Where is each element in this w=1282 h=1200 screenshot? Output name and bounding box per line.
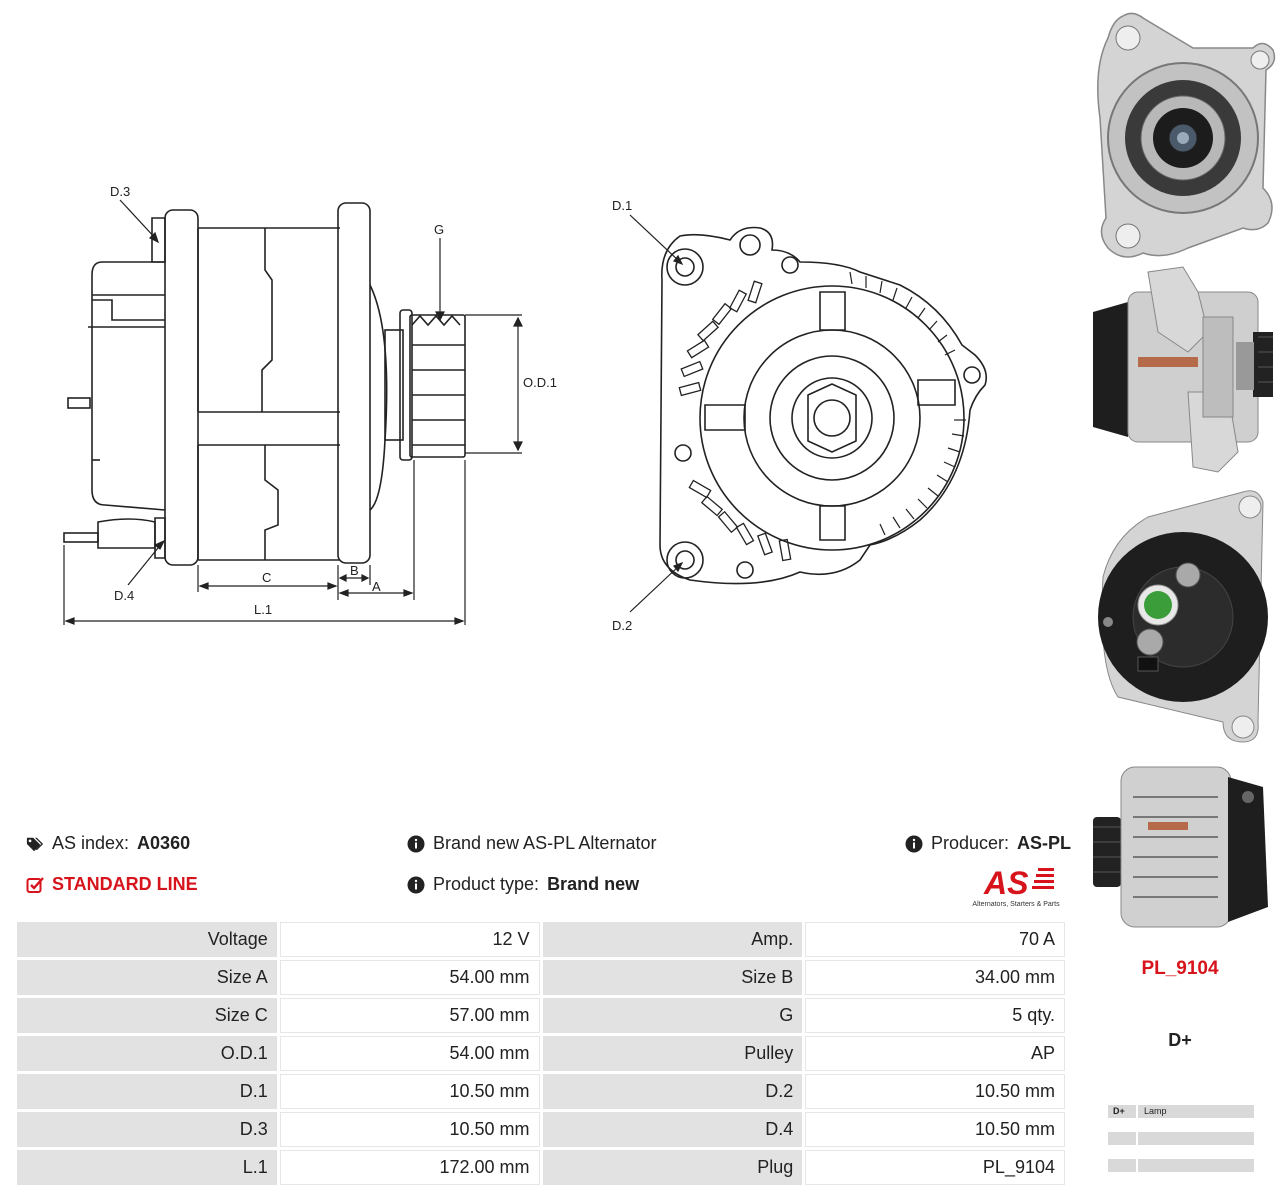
- spec-label: O.D.1: [17, 1036, 277, 1071]
- spec-value: 54.00 mm: [279, 1036, 540, 1071]
- description-row: Brand new AS-PL Alternator: [407, 833, 656, 854]
- photo-rear-view: [1088, 487, 1278, 747]
- dimension-lines: [63, 199, 523, 625]
- spec-label: Pulley: [542, 1036, 803, 1071]
- description-text: Brand new AS-PL Alternator: [433, 833, 657, 853]
- table-row: Size C 57.00 mm G 5 qty.: [17, 998, 1065, 1033]
- spec-value: 10.50 mm: [279, 1074, 540, 1109]
- terminal-row: D+ Lamp: [1108, 1105, 1254, 1118]
- spec-value: AP: [805, 1036, 1065, 1071]
- photo-front-view: [1088, 8, 1278, 260]
- terminal-row: [1108, 1159, 1254, 1172]
- label-b: B: [350, 563, 359, 578]
- as-index-value: A0360: [137, 833, 191, 853]
- product-line-row: STANDARD LINE: [26, 874, 198, 895]
- specs-table: Voltage 12 V Amp. 70 A Size A 54.00 mm S…: [14, 919, 1068, 1188]
- table-row: D.3 10.50 mm D.4 10.50 mm: [17, 1112, 1065, 1147]
- spec-label: Amp.: [542, 922, 803, 957]
- terminal-desc: Lamp: [1138, 1105, 1254, 1118]
- spec-value: 12 V: [279, 922, 540, 957]
- spec-label: Voltage: [17, 922, 277, 957]
- spec-value: 10.50 mm: [279, 1112, 540, 1147]
- spec-value: 34.00 mm: [805, 960, 1065, 995]
- terminal-row: [1108, 1132, 1254, 1145]
- logo-tagline: Alternators, Starters & Parts: [972, 901, 1060, 908]
- label-a: A: [372, 579, 381, 594]
- info-icon: [407, 876, 425, 893]
- spec-label: D.3: [17, 1112, 277, 1147]
- terminal-pin: [1108, 1159, 1136, 1172]
- checkbox-checked-icon: [26, 876, 44, 893]
- terminal-desc: [1138, 1132, 1254, 1145]
- terminal-pin: D+: [1108, 1105, 1136, 1118]
- spec-label: Size C: [17, 998, 277, 1033]
- product-type-label: Product type:: [433, 874, 540, 894]
- spec-label: D.4: [542, 1112, 803, 1147]
- photo-angled-view: [1088, 757, 1278, 942]
- spec-label: D.1: [17, 1074, 277, 1109]
- spec-label: Size B: [542, 960, 803, 995]
- table-row: D.1 10.50 mm D.2 10.50 mm: [17, 1074, 1065, 1109]
- product-type-row: Product type: Brand new: [407, 874, 639, 895]
- product-type-value: Brand new: [547, 874, 640, 894]
- info-icon: [407, 835, 425, 852]
- producer-row: Producer: AS-PL: [905, 833, 1071, 854]
- label-d1: D.1: [612, 198, 632, 213]
- info-icon: [905, 835, 923, 852]
- label-d3: D.3: [110, 184, 130, 199]
- spec-label: L.1: [17, 1150, 277, 1185]
- label-d4: D.4: [114, 588, 134, 603]
- as-pl-logo: AS Alternators, Starters & Parts: [962, 862, 1070, 908]
- spec-label: G: [542, 998, 803, 1033]
- label-c: C: [262, 570, 271, 585]
- front-view-drawing: [659, 226, 988, 585]
- spec-label: Size A: [17, 960, 277, 995]
- terminal-pin: [1108, 1132, 1136, 1145]
- spec-value: 57.00 mm: [279, 998, 540, 1033]
- spec-value: 5 qty.: [805, 998, 1065, 1033]
- side-view-drawing: [63, 202, 466, 566]
- tags-icon: [26, 837, 44, 851]
- spec-value: PL_9104: [805, 1150, 1065, 1185]
- label-l1: L.1: [254, 602, 272, 617]
- table-row: L.1 172.00 mm Plug PL_9104: [17, 1150, 1065, 1185]
- front-view-leaders: [629, 214, 684, 613]
- terminal-desc: [1138, 1159, 1254, 1172]
- producer-label: Producer:: [931, 833, 1010, 853]
- spec-value: 10.50 mm: [805, 1074, 1065, 1109]
- technical-drawing: D.3 D.4 G O.D.1 C B A L.1: [63, 184, 988, 633]
- photo-side-view: [1088, 262, 1278, 477]
- spec-label: D.2: [542, 1074, 803, 1109]
- product-line-label: STANDARD LINE: [52, 874, 198, 894]
- spec-label: Plug: [542, 1150, 803, 1185]
- spec-value: 172.00 mm: [279, 1150, 540, 1185]
- spec-value: 10.50 mm: [805, 1112, 1065, 1147]
- plug-terminal: D+: [1168, 1030, 1192, 1050]
- logo-text: AS: [983, 865, 1029, 901]
- as-index-row: AS index: A0360: [26, 833, 190, 854]
- label-g: G: [434, 222, 444, 237]
- producer-value: AS-PL: [1017, 833, 1072, 853]
- label-d2: D.2: [612, 618, 632, 633]
- plug-code: PL_9104: [1141, 958, 1219, 979]
- table-row: O.D.1 54.00 mm Pulley AP: [17, 1036, 1065, 1071]
- spec-value: 70 A: [805, 922, 1065, 957]
- spec-value: 54.00 mm: [279, 960, 540, 995]
- table-row: Voltage 12 V Amp. 70 A: [17, 922, 1065, 957]
- table-row: Size A 54.00 mm Size B 34.00 mm: [17, 960, 1065, 995]
- label-od1: O.D.1: [523, 375, 557, 390]
- as-index-label: AS index:: [52, 833, 130, 853]
